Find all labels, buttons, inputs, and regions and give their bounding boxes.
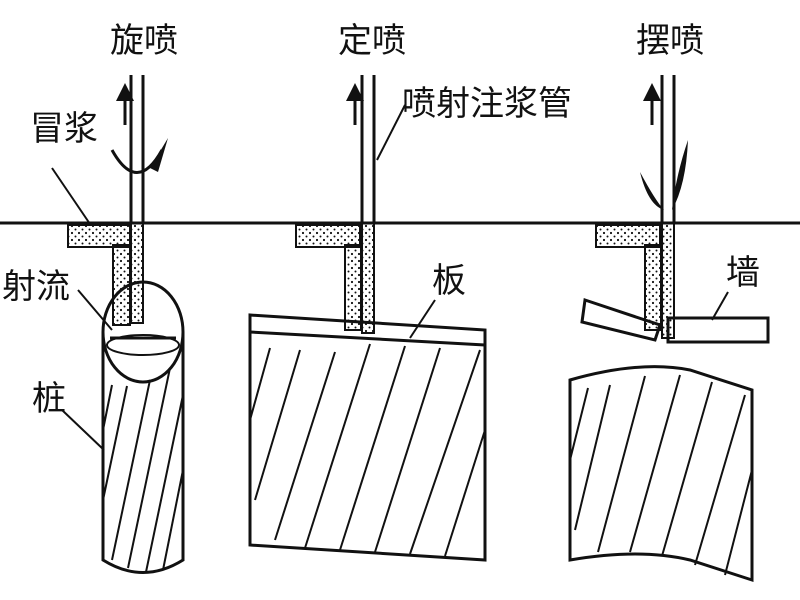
fixed-grout-return — [295, 224, 361, 248]
plate-leader — [409, 299, 436, 339]
pile-jet-disc — [106, 334, 180, 356]
fixed-grout-riser — [344, 244, 362, 331]
pile-hatching — [102, 367, 184, 573]
swing-fan-left — [640, 172, 664, 210]
swing-jet-panel: 摆喷 墙 — [568, 21, 770, 583]
jet-leader — [77, 289, 113, 331]
wall-leader — [711, 291, 729, 321]
wall-label: 墙 — [726, 253, 760, 293]
wall-hatching — [569, 374, 753, 576]
grout-return-leader — [51, 167, 91, 225]
plate-body — [248, 313, 487, 562]
grout-return-label: 冒浆 — [30, 109, 98, 149]
rotary-grout-return — [67, 224, 131, 248]
pile-label: 桩 — [32, 379, 66, 419]
pipe-leader — [376, 104, 406, 161]
fixed-pipe-underground — [361, 222, 375, 334]
rotary-jet-label: 旋喷 — [110, 21, 178, 61]
fixed-jet-panel: 定喷 喷射注浆管 板 — [248, 21, 572, 562]
fixed-jet-label: 定喷 — [338, 21, 406, 61]
plate-hatching — [249, 343, 486, 557]
rotary-rotation-arrow — [150, 138, 168, 172]
jet-stream-label: 射流 — [2, 267, 70, 307]
wall-body — [568, 365, 754, 583]
rotary-jet-panel: 旋喷 冒浆 射流 桩 — [2, 21, 185, 574]
pile-leader — [61, 409, 105, 451]
pile-body — [101, 332, 185, 574]
pile-top — [101, 280, 185, 384]
plate-label: 板 — [432, 261, 466, 301]
swing-grout-return — [595, 224, 661, 248]
wall-wedge — [580, 298, 662, 342]
plate-crack — [249, 330, 486, 347]
wall-segment — [666, 316, 770, 344]
swing-jet-label: 摆喷 — [636, 21, 704, 61]
swing-grout-riser — [644, 244, 662, 331]
swing-fan-right — [672, 140, 688, 210]
pipe-label: 喷射注浆管 — [402, 84, 572, 124]
rotary-pipe-underground — [130, 222, 144, 324]
